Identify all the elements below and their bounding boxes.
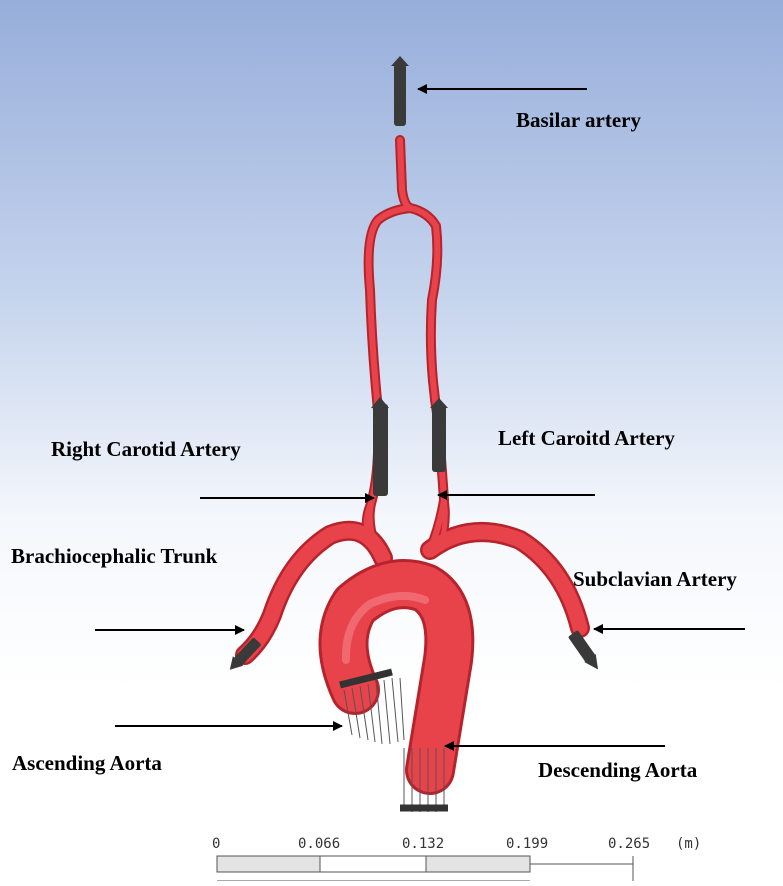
ascending-aorta-label: Ascending Aorta bbox=[12, 751, 162, 776]
left-carotid-label: Left Caroitd Artery bbox=[498, 426, 675, 451]
right-carotid-label: Right Carotid Artery bbox=[51, 437, 241, 462]
scale-tick-0: 0 bbox=[212, 836, 220, 852]
scale-tick-1: 0.066 bbox=[298, 836, 340, 852]
scale-bar bbox=[217, 856, 633, 881]
scale-tick-4: 0.265 bbox=[608, 836, 650, 852]
subclavian-label: Subclavian Artery bbox=[573, 567, 737, 592]
scale-tick-2: 0.132 bbox=[402, 836, 444, 852]
basilar-artery-label: Basilar artery bbox=[516, 108, 641, 133]
brachiocephalic-label: Brachiocephalic Trunk bbox=[11, 544, 217, 569]
descending-aorta-label: Descending Aorta bbox=[538, 758, 697, 783]
scale-unit: (m) bbox=[676, 836, 701, 852]
scale-tick-3: 0.199 bbox=[506, 836, 548, 852]
